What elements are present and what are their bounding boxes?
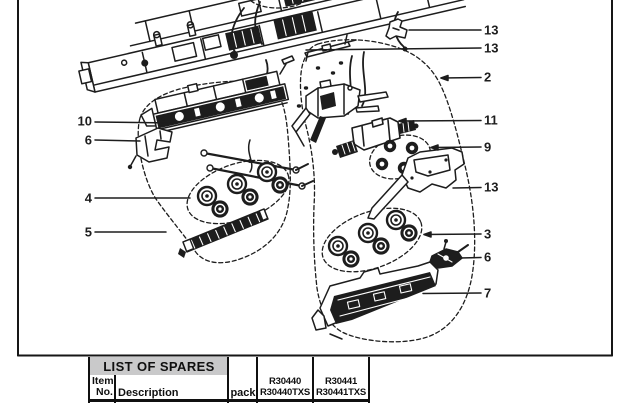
bogie-frame-top <box>140 70 290 133</box>
callout-label-6-left: 6 <box>85 133 92 148</box>
coupling-left <box>127 117 173 170</box>
table-divider-v1-v2 <box>312 357 314 403</box>
bogie-frame-right <box>291 79 389 147</box>
table-border-left <box>88 357 90 403</box>
column-header-r30441: R30441 R30441TXS <box>313 376 369 399</box>
table-header-bottom-rule <box>89 399 370 402</box>
callout-label-3: 3 <box>484 227 491 242</box>
r30441-line2: R30441TXS <box>316 387 366 398</box>
r30441-line1: R30441 <box>324 376 358 387</box>
chassis-underframe <box>78 0 467 115</box>
callout-label-13-c: 13 <box>484 180 498 195</box>
callout-label-7: 7 <box>484 286 491 301</box>
column-header-r30440: R30440 R30440TXS <box>257 376 313 399</box>
spares-table-title: LIST OF SPARES <box>90 357 228 375</box>
column-header-description: Description <box>118 387 179 399</box>
callout-label-5: 5 <box>85 225 92 240</box>
r30440-line1: R30440 <box>268 376 302 387</box>
callout-labels: 10 6 4 5 13 13 2 11 9 13 3 6 7 <box>78 23 499 301</box>
callout-label-2: 2 <box>484 70 491 85</box>
column-header-item-line1: Item <box>92 375 114 387</box>
clip-13-a <box>385 18 408 40</box>
keeper-plate-13 <box>367 147 465 220</box>
callout-label-13-a: 13 <box>484 23 498 38</box>
column-header-pack: pack <box>230 387 256 399</box>
table-divider-pack-v1 <box>256 357 258 403</box>
r30440-line2: R30440TXS <box>260 387 310 398</box>
callout-label-13-b: 13 <box>484 41 498 56</box>
callout-label-10: 10 <box>78 114 92 129</box>
callout-label-11: 11 <box>484 113 498 128</box>
table-border-right <box>368 357 370 403</box>
spares-table: LIST OF SPARES Item No. Description pack… <box>88 357 370 403</box>
leader-lines <box>94 29 482 295</box>
callout-label-4: 4 <box>85 191 93 206</box>
pickup-bar <box>178 208 269 258</box>
column-header-item-no: Item No. <box>92 376 114 399</box>
figure-border <box>17 0 613 357</box>
valve-gear-links <box>200 139 314 190</box>
callout-label-9: 9 <box>484 140 491 155</box>
table-divider-desc-pack <box>227 357 229 403</box>
column-header-item-line2: No. <box>96 386 113 398</box>
chassis-bottom <box>311 261 439 340</box>
table-divider-itemno <box>114 375 116 403</box>
callout-label-6-right: 6 <box>484 250 491 265</box>
